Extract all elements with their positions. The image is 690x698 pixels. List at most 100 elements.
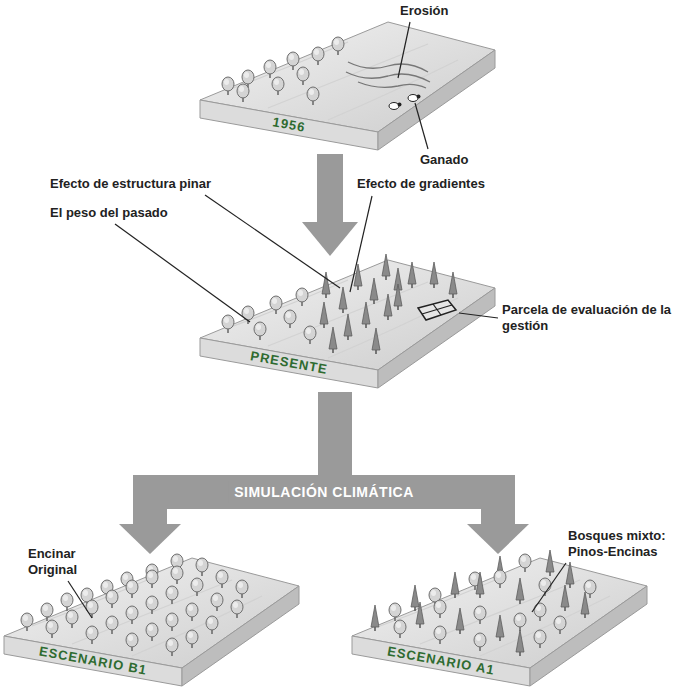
annotation-label: Efecto de gradientes xyxy=(357,176,485,192)
scenario-title: ESCENARIO A1 xyxy=(386,644,496,677)
oak-tree xyxy=(166,638,178,656)
oak-tree xyxy=(237,84,249,102)
annotation-label: Bosques mixto: Pinos-Encinas xyxy=(568,528,680,560)
leader-line xyxy=(350,196,372,292)
oak-tree xyxy=(106,590,118,608)
pine-tree xyxy=(382,254,390,280)
pine-tree xyxy=(362,302,370,328)
oak-tree xyxy=(434,600,446,618)
terrain-slab xyxy=(200,22,495,150)
flow-arrow xyxy=(302,154,358,256)
oak-tree xyxy=(21,613,33,631)
arrow-shaft xyxy=(150,392,335,524)
oak-tree xyxy=(222,77,234,95)
terrain-block-a1 xyxy=(352,550,647,686)
terrain-slab xyxy=(4,558,299,686)
oak-tree xyxy=(534,630,546,648)
oak-tree xyxy=(272,77,284,95)
oak-tree xyxy=(146,570,158,588)
pine-tree xyxy=(566,562,574,588)
oak-tree xyxy=(211,593,223,611)
oak-tree xyxy=(196,558,208,576)
leader-line xyxy=(68,581,92,618)
oak-tree xyxy=(332,37,344,55)
arrow-head xyxy=(302,222,358,256)
oak-tree xyxy=(171,566,183,584)
pine-tree xyxy=(370,278,378,304)
pine-tree xyxy=(344,314,352,340)
pine-tree xyxy=(372,328,380,354)
annotation-label: El peso del pasado xyxy=(50,205,168,221)
leader-line xyxy=(205,195,340,288)
plot-grid-line xyxy=(422,305,452,314)
terrain-slab xyxy=(200,260,495,388)
arrow-head xyxy=(119,524,181,554)
oak-tree xyxy=(61,593,73,611)
oak-tree xyxy=(186,630,198,648)
pine-tree xyxy=(451,572,459,598)
pine-tree xyxy=(416,602,424,628)
oak-tree xyxy=(46,620,58,638)
oak-tree xyxy=(474,606,486,624)
pine-tree xyxy=(408,262,416,288)
sheep-icon xyxy=(389,103,402,110)
scenario-title: ESCENARIO B1 xyxy=(38,644,148,677)
oak-tree xyxy=(519,554,531,572)
oak-tree xyxy=(206,616,218,634)
pine-tree xyxy=(411,585,419,611)
leader-line xyxy=(532,563,566,612)
flow-arrow xyxy=(335,392,529,554)
sheep-icon xyxy=(408,95,421,102)
oak-tree xyxy=(434,626,446,644)
oak-tree xyxy=(297,67,309,85)
terrain-block: ESCENARIO A1 xyxy=(350,556,649,688)
oak-tree xyxy=(389,603,401,621)
oak-tree xyxy=(474,633,486,651)
oak-tree xyxy=(166,586,178,604)
oak-tree xyxy=(284,310,296,328)
oak-tree xyxy=(146,623,158,641)
flow-arrow xyxy=(119,392,335,554)
oak-tree xyxy=(270,296,282,314)
oak-tree xyxy=(242,306,254,324)
oak-tree xyxy=(126,633,138,651)
annotation-label: Ganado xyxy=(420,152,468,168)
pine-tree xyxy=(516,578,524,604)
pine-tree xyxy=(456,608,464,634)
terrain-block: 1956 xyxy=(198,20,497,152)
pine-tree xyxy=(581,592,589,618)
pine-tree xyxy=(320,302,328,328)
oak-tree xyxy=(494,570,506,588)
leader-line xyxy=(398,22,410,78)
oak-tree xyxy=(186,603,198,621)
annotation-label: Erosión xyxy=(400,3,448,19)
annotation-label: Parcela de evaluación de la gestión xyxy=(502,302,672,334)
pine-tree xyxy=(476,572,484,598)
scenario-title: PRESENTE xyxy=(249,349,328,377)
pine-tree xyxy=(329,327,337,353)
management-plot xyxy=(418,300,456,320)
pine-tree xyxy=(561,585,569,611)
pine-tree xyxy=(546,550,554,576)
oak-tree xyxy=(166,613,178,631)
oak-tree xyxy=(86,600,98,618)
oak-tree xyxy=(254,322,266,340)
arrow-label: SIMULACIÓN CLIMÁTICA xyxy=(228,481,420,503)
oak-tree xyxy=(296,288,308,306)
arrow-shaft xyxy=(335,392,498,524)
pine-tree xyxy=(371,605,379,631)
pine-tree xyxy=(516,630,524,656)
pine-tree xyxy=(449,272,457,298)
oak-tree xyxy=(304,326,316,344)
erosion-gully xyxy=(358,82,426,88)
terrain-block-1956 xyxy=(200,22,495,150)
oak-tree xyxy=(216,570,228,588)
oak-tree xyxy=(554,616,566,634)
oak-tree xyxy=(231,600,243,618)
terrain-block: PRESENTE xyxy=(198,258,497,390)
terrain-slab xyxy=(352,558,647,686)
leader-lines xyxy=(68,22,566,618)
scenario-title: 1956 xyxy=(272,115,307,135)
annotation-label: Efecto de estructura pinar xyxy=(50,176,211,192)
oak-tree xyxy=(222,315,234,333)
